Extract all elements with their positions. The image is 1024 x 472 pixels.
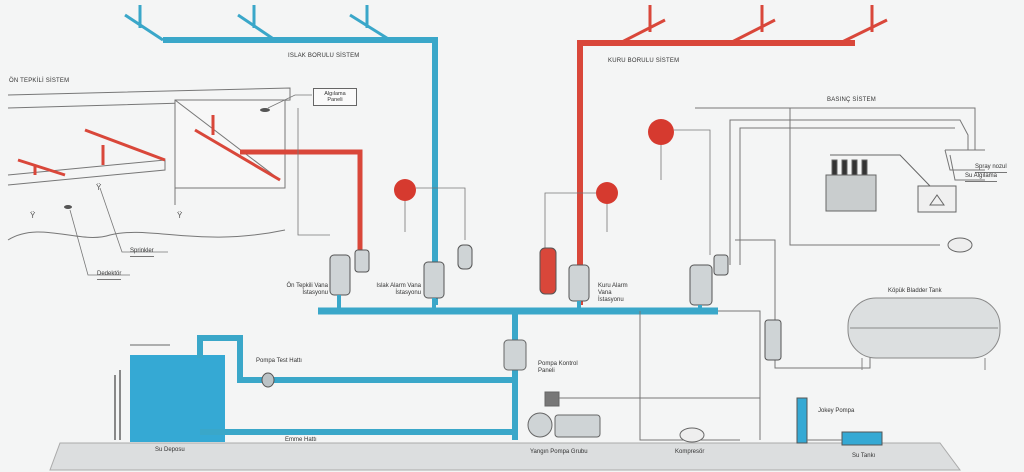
dry-pipe-system	[577, 5, 888, 305]
label-su-deposu: Su Deposu	[155, 447, 185, 453]
svg-text:Ÿ: Ÿ	[96, 183, 102, 192]
svg-text:Ÿ: Ÿ	[177, 211, 183, 220]
label-kuru-alarm-vana: Kuru Alarm Vana İstasyonu	[598, 283, 628, 303]
alarm-bells	[394, 119, 674, 204]
label-pompa-kontrol-paneli: Pompa Kontrol Paneli	[538, 361, 578, 374]
building-section	[7, 87, 291, 241]
label-sprinkler: Sprinkler	[130, 248, 154, 257]
floor-slab	[49, 442, 961, 471]
label-algilama-paneli: Algılama Paneli	[313, 88, 357, 106]
label-su-algilama: Su Algılama	[965, 173, 998, 182]
label-islak-borulu-sistem: ISLAK BORULU SİSTEM	[288, 53, 360, 59]
label-on-tepkili-vana: Ön Tepkili Vana İstasyonu	[286, 283, 328, 296]
compressor	[679, 427, 705, 443]
label-islak-alarm-vana: Islak Alarm Vana İstasyonu	[376, 283, 421, 296]
label-basinc-sistem: BASINÇ SİSTEM	[827, 97, 876, 103]
jockey-pump	[796, 397, 808, 444]
water-storage-tank	[114, 344, 225, 442]
label-spray-nozul: Spray nozul	[975, 164, 1007, 173]
label-kompresor: Kompresör	[675, 449, 705, 455]
label-su-tanki: Su Tankı	[852, 453, 876, 459]
label-jokey-pompa: Jokey Pompa	[818, 408, 855, 414]
pre-action-piping	[17, 115, 363, 255]
transformer	[825, 154, 957, 213]
test-valve	[261, 372, 275, 388]
deluge-system	[695, 107, 985, 440]
leader-lines	[69, 94, 330, 276]
wet-pipe-system	[124, 5, 438, 305]
label-emme-hatti: Emme Hattı	[285, 437, 317, 443]
valve-stations	[329, 244, 729, 306]
foam-valves	[764, 319, 782, 361]
label-pompa-test-hatti: Pompa Test Hattı	[256, 358, 302, 364]
label-on-tepkili-sistem: ÖN TEPKİLİ SİSTEM	[9, 78, 70, 84]
label-kuru-borulu-sistem: KURU BORULU SİSTEM	[608, 58, 680, 64]
small-water-tank	[841, 431, 883, 446]
pump-group	[503, 339, 601, 438]
foam-compressor	[947, 237, 973, 253]
label-yangin-pompa-grubu: Yangın Pompa Grubu	[530, 449, 588, 455]
label-kopuk-bladder-tank: Köpük Bladder Tank	[888, 288, 942, 294]
sprinkler-heads: Ÿ Ÿ Ÿ	[30, 108, 270, 220]
label-dedektor: Dedektör	[97, 271, 122, 280]
foam-bladder-tank	[847, 297, 1001, 370]
test-suction-lines	[197, 335, 515, 435]
main-header	[318, 295, 718, 440]
svg-text:Ÿ: Ÿ	[30, 211, 36, 220]
